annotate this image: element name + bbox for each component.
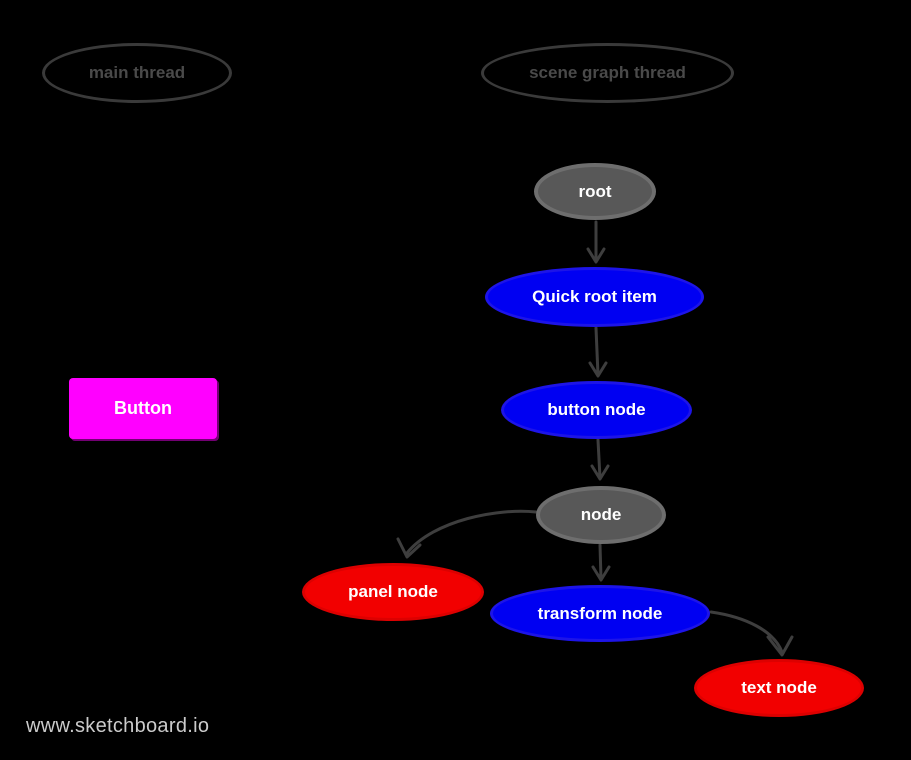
node-text-node-label: text node <box>741 678 817 697</box>
node-panel-node-label: panel node <box>348 582 438 601</box>
button-shape[interactable]: Button <box>69 378 217 439</box>
button-shape-label: Button <box>114 398 172 418</box>
arrow-node-to-transform-node[interactable] <box>591 543 611 582</box>
node-quick-root-item[interactable]: Quick root item <box>485 267 704 327</box>
sketchboard-watermark: www.sketchboard.io <box>26 715 210 737</box>
arrow-transform-node-to-text-node[interactable] <box>709 610 794 657</box>
node-root-label: root <box>578 181 612 201</box>
node-panel-node[interactable]: panel node <box>302 563 484 621</box>
node-text-node[interactable]: text node <box>694 659 864 717</box>
node-node[interactable]: node <box>536 486 666 544</box>
node-button-node[interactable]: button node <box>501 381 692 439</box>
lane-main-thread-label: main thread <box>88 63 186 82</box>
node-button-node-label: button node <box>547 400 646 419</box>
lane-main-thread[interactable]: main thread <box>42 43 232 103</box>
node-transform-node[interactable]: transform node <box>490 585 710 642</box>
node-root[interactable]: root <box>534 163 656 220</box>
arrow-quick-root-item-to-button-node[interactable] <box>588 326 608 378</box>
arrow-button-node-to-node[interactable] <box>590 438 610 481</box>
node-node-label: node <box>580 505 622 524</box>
arrow-node-to-panel-node[interactable] <box>396 509 538 559</box>
lane-scene-graph-thread[interactable]: scene graph thread <box>481 43 734 103</box>
arrow-root-to-quick-root-item[interactable] <box>586 220 606 264</box>
node-quick-root-item-label: Quick root item <box>532 287 657 306</box>
node-transform-node-label: transform node <box>537 603 663 623</box>
lane-scene-graph-thread-label: scene graph thread <box>529 63 686 82</box>
